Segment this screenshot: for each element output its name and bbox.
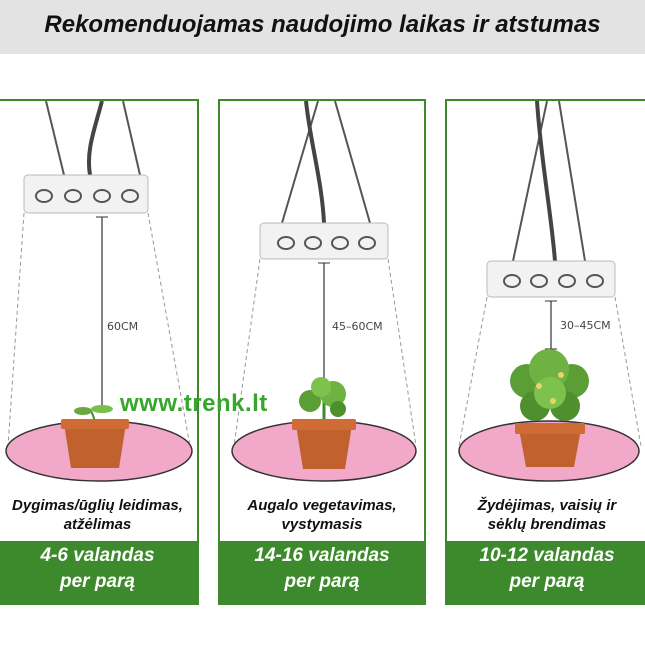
stage-label-line2: sėklų brendimas (487, 516, 607, 533)
stage-label-line1: Žydėjimas, vaisių ir (477, 497, 617, 514)
grow-light-lamp (259, 222, 389, 260)
hours-line1: 4-6 valandas (40, 545, 155, 566)
hours-line1: 14-16 valandas (254, 545, 390, 566)
hours-band: 14-16 valandas per parą (220, 541, 424, 603)
flowering-illustration (458, 101, 642, 482)
hours-band: 10-12 valandas per parą (447, 541, 645, 603)
seedling-illustration (5, 101, 193, 482)
grow-light-lamp (486, 260, 616, 298)
hours-line1: 10-12 valandas (479, 545, 615, 566)
hours-band: 4-6 valandas per parą (0, 541, 197, 603)
stage-label-line1: Augalo vegetavimas, (247, 497, 397, 514)
young-plant (292, 377, 356, 469)
hours-line2: per parą (509, 571, 585, 592)
hours-line2: per parą (60, 571, 135, 592)
grow-light-lamp (23, 174, 149, 214)
stage-panel-flowering: 30–45CM Žydėjimas, vaisių ir sėklų brend… (445, 99, 645, 605)
distance-label: 60CM (106, 320, 140, 333)
stage-label-line1: Dygimas/ūglių leidimas, (12, 497, 183, 514)
stage-label-line2: atžėlimas (63, 516, 132, 533)
distance-label: 45–60CM (331, 320, 384, 333)
page-title: Rekomenduojamas naudojimo laikas ir atst… (44, 11, 601, 38)
vegetative-illustration (231, 101, 417, 482)
stage-panel-vegetative: 45–60CM Augalo vegetavimas, vystymasis 1… (218, 99, 426, 605)
mature-plant (510, 349, 589, 467)
hours-line2: per parą (284, 571, 360, 592)
stage-label-line2: vystymasis (281, 516, 363, 533)
watermark: www.trenk.lt (120, 390, 268, 417)
distance-label: 30–45CM (559, 319, 612, 332)
header-bar: Rekomenduojamas naudojimo laikas ir atst… (0, 0, 645, 54)
seedling-plant (61, 405, 129, 468)
stage-panel-seedling: 60CM Dygimas/ūglių leidimas, atžėlimas 4… (0, 99, 199, 605)
